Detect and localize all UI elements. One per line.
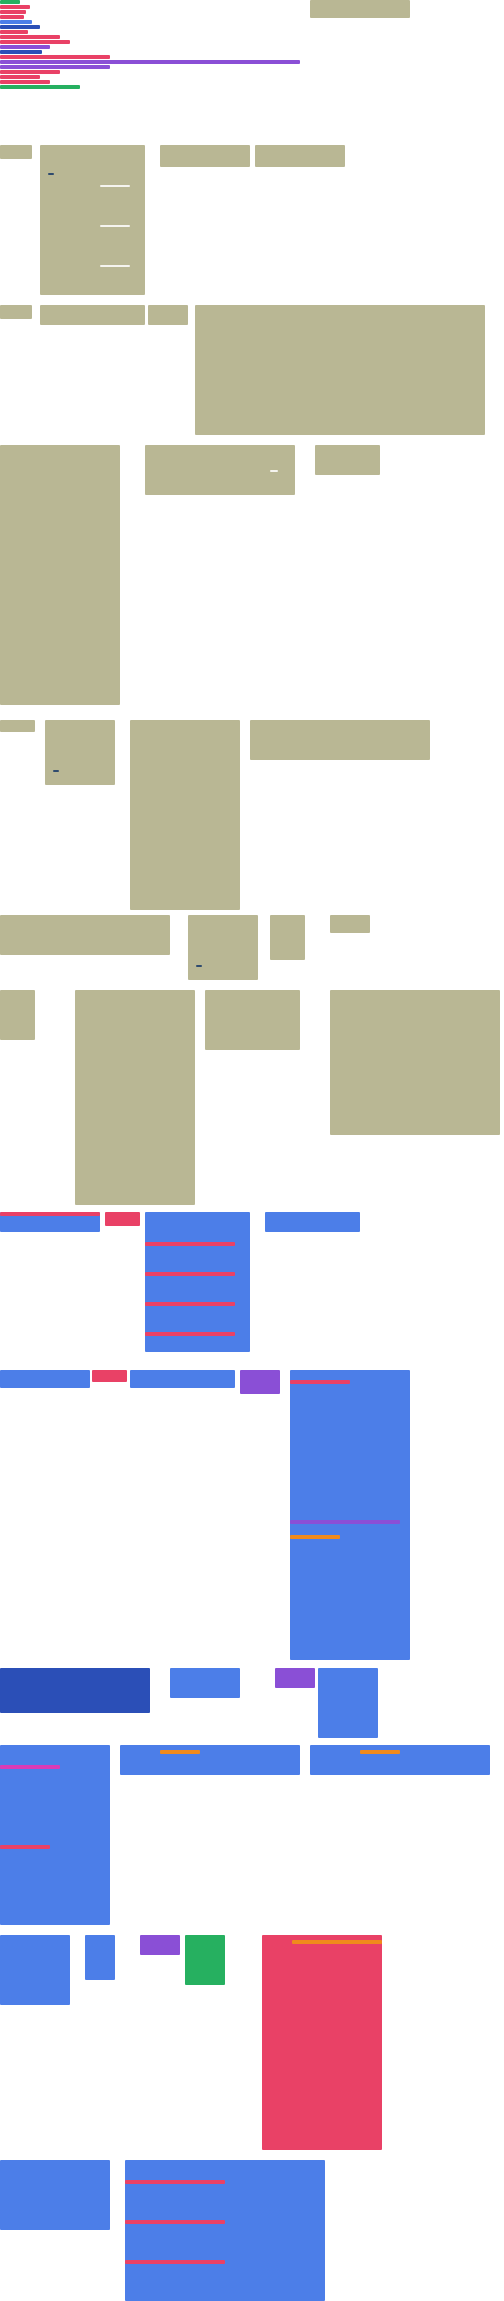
code-block[interactable] (0, 85, 80, 89)
code-block-stack-27[interactable] (105, 1212, 140, 1226)
code-block-stack-37[interactable] (275, 1668, 315, 1688)
code-block[interactable] (160, 1750, 200, 1754)
code-block[interactable] (290, 1520, 400, 1524)
code-block[interactable] (0, 65, 110, 69)
code-block[interactable] (0, 80, 50, 84)
code-block-stack-46[interactable] (262, 1935, 382, 2150)
code-block-stack-35[interactable] (0, 1668, 150, 1713)
code-block-stack-41[interactable] (310, 1745, 490, 1775)
code-block[interactable] (0, 35, 60, 39)
code-block-stack-4[interactable] (40, 145, 145, 295)
code-block-stack-13[interactable] (315, 445, 380, 475)
code-block-stack-30[interactable] (0, 1370, 90, 1388)
code-block[interactable] (125, 2180, 225, 2184)
code-block[interactable] (0, 55, 110, 59)
code-block[interactable] (145, 1272, 235, 1276)
code-block[interactable] (145, 1242, 235, 1246)
code-block-stack-6[interactable] (255, 145, 345, 167)
code-block[interactable] (0, 1845, 50, 1849)
code-block-stack-1[interactable] (0, 0, 300, 92)
code-block-stack-19[interactable] (188, 915, 258, 980)
code-block-stack-34[interactable] (290, 1370, 410, 1660)
code-block[interactable] (0, 70, 60, 74)
code-block[interactable] (0, 50, 42, 54)
code-block-stack-12[interactable] (145, 445, 295, 495)
code-block-stack-40[interactable] (120, 1745, 300, 1775)
code-block-stack-18[interactable] (0, 915, 170, 955)
code-block-stack-8[interactable] (40, 305, 145, 325)
code-block-stack-3[interactable] (0, 145, 32, 159)
code-block-stack-39[interactable] (0, 1745, 110, 1925)
code-block-stack-32[interactable] (130, 1370, 235, 1388)
code-block[interactable] (0, 25, 40, 29)
code-block-stack-16[interactable] (130, 720, 240, 910)
code-block-stack-22[interactable] (0, 990, 35, 1040)
code-block[interactable] (145, 1332, 235, 1336)
event-block[interactable] (0, 0, 20, 4)
code-block-stack-2[interactable] (310, 0, 410, 18)
code-block[interactable] (0, 30, 28, 34)
code-block[interactable] (125, 2260, 225, 2264)
code-block-stack-20[interactable] (270, 915, 305, 960)
code-block-stack-23[interactable] (75, 990, 195, 1205)
code-block-stack-33[interactable] (240, 1370, 280, 1394)
code-block[interactable] (0, 75, 40, 79)
toggle-switch[interactable] (53, 770, 59, 772)
code-block-stack-11[interactable] (0, 445, 120, 705)
code-block-stack-15[interactable] (45, 720, 115, 785)
code-block[interactable] (0, 10, 26, 14)
code-block-stack-17[interactable] (250, 720, 430, 760)
color-slot[interactable] (270, 470, 278, 472)
code-block-stack-21[interactable] (330, 915, 370, 933)
code-block[interactable] (0, 1765, 60, 1769)
code-block-stack-10[interactable] (195, 305, 485, 435)
code-block-stack-31[interactable] (92, 1370, 127, 1382)
code-block-stack-43[interactable] (85, 1935, 115, 1980)
input-slot[interactable] (100, 185, 130, 187)
code-block[interactable] (0, 45, 50, 49)
code-block-stack-26[interactable] (0, 1212, 100, 1232)
code-block[interactable] (290, 1380, 350, 1384)
code-block-stack-45[interactable] (185, 1935, 225, 1985)
code-block-stack-36[interactable] (170, 1668, 240, 1698)
code-block-stack-48[interactable] (125, 2160, 325, 2301)
input-slot[interactable] (100, 265, 130, 267)
code-block-stack-44[interactable] (140, 1935, 180, 1955)
code-block[interactable] (292, 1940, 382, 1944)
code-block-stack-47[interactable] (0, 2160, 110, 2230)
code-block[interactable] (125, 2220, 225, 2224)
code-block-stack-38[interactable] (318, 1668, 378, 1738)
code-block[interactable] (0, 20, 32, 24)
code-block-stack-28[interactable] (145, 1212, 250, 1352)
code-block-stack-42[interactable] (0, 1935, 70, 2005)
code-block-stack-24[interactable] (205, 990, 300, 1050)
input-slot[interactable] (100, 225, 130, 227)
code-block[interactable] (0, 15, 24, 19)
code-block-stack-25[interactable] (330, 990, 500, 1135)
code-block[interactable] (290, 1535, 340, 1539)
code-block-stack-9[interactable] (148, 305, 188, 325)
code-block[interactable] (360, 1750, 400, 1754)
code-block-stack-7[interactable] (0, 305, 32, 319)
toggle-switch[interactable] (196, 965, 202, 967)
code-block-stack-29[interactable] (265, 1212, 360, 1232)
code-block[interactable] (0, 40, 70, 44)
code-block-stack-14[interactable] (0, 720, 35, 732)
code-block[interactable] (0, 1212, 100, 1216)
code-block[interactable] (0, 60, 300, 64)
code-block[interactable] (145, 1302, 235, 1306)
toggle-switch[interactable] (48, 173, 54, 175)
code-block[interactable] (0, 5, 30, 9)
code-block-stack-5[interactable] (160, 145, 250, 167)
